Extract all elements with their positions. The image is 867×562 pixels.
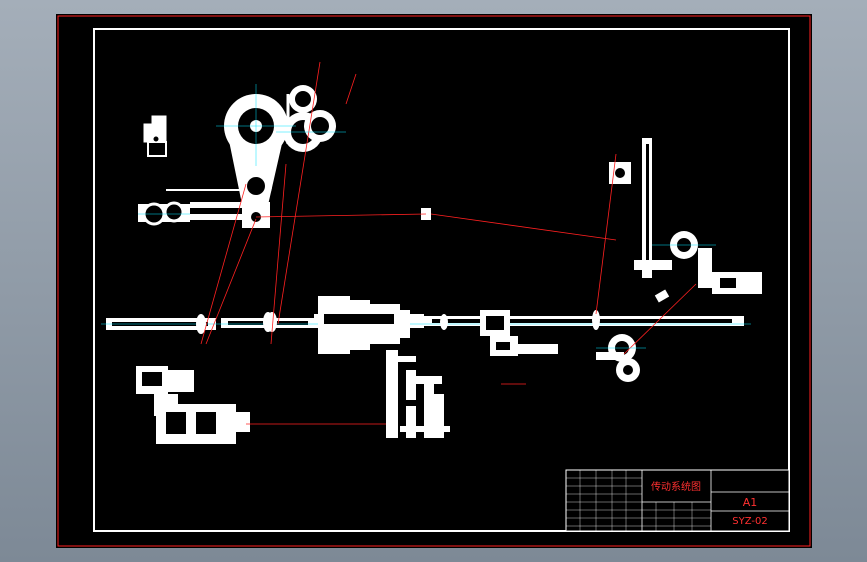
centerlines bbox=[138, 84, 716, 349]
title-block: 传动系统图 A1 SYZ-02 bbox=[565, 469, 790, 532]
drawing-number: SYZ-02 bbox=[732, 516, 767, 527]
gear-stages bbox=[386, 350, 450, 438]
leader-lines bbox=[200, 61, 697, 425]
sheet-size: A1 bbox=[743, 496, 758, 509]
drawing-sheet[interactable]: 传动系统图 A1 SYZ-02 bbox=[56, 14, 812, 548]
spindle-housing bbox=[318, 296, 410, 354]
outer-frame bbox=[57, 15, 811, 547]
inner-frame bbox=[93, 28, 790, 532]
belt-motor-base bbox=[138, 189, 268, 226]
crank-mechanism bbox=[596, 138, 762, 382]
small-motor bbox=[143, 115, 167, 157]
drawing-title: 传动系统图 bbox=[651, 480, 701, 493]
main-shaft bbox=[101, 310, 751, 334]
drawing-canvas[interactable]: 传动系统图 A1 SYZ-02 bbox=[56, 14, 812, 548]
main-motor bbox=[136, 366, 250, 444]
clutch-block bbox=[480, 310, 558, 356]
